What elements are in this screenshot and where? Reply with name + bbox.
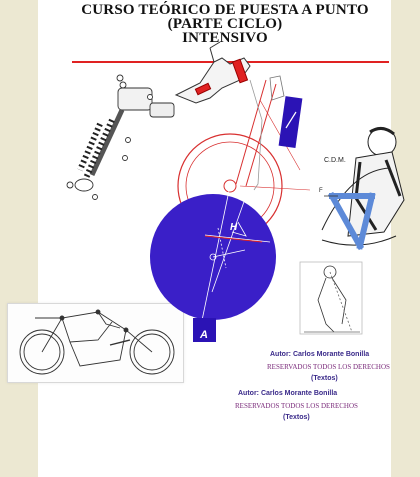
rider-illustration	[321, 127, 405, 246]
label-cdm: C.D.M.	[324, 157, 346, 164]
fork-tube	[278, 96, 303, 149]
horizontal-ref-line	[204, 235, 263, 243]
force-arrows	[327, 191, 376, 251]
left-margin	[0, 0, 38, 477]
label-f: F	[319, 188, 323, 194]
front-wheel-diagram	[177, 75, 311, 239]
title-underline	[72, 61, 389, 63]
geometry-lines	[199, 185, 271, 331]
author-line-2: Autor: Carlos Morante Bonilla	[238, 390, 338, 397]
textos-line-1: (Textos)	[311, 375, 338, 382]
brake-lever-illustration	[174, 41, 251, 104]
rights-line-1: RESERVADOS TODOS LOS DERECHOS	[267, 363, 390, 371]
right-margin	[391, 0, 420, 477]
rights-line-2: RESERVADOS TODOS LOS DERECHOS	[235, 402, 358, 410]
label-h: H	[230, 222, 238, 233]
author-line-1: Autor: Carlos Morante Bonilla	[270, 351, 370, 358]
textos-line-2: (Textos)	[283, 414, 310, 421]
label-a: A	[200, 329, 208, 341]
title-line-2: (PARTE CICLO)	[167, 16, 283, 32]
title-line-3: INTENSIVO	[182, 30, 268, 46]
trail-block	[193, 318, 216, 342]
motorcycle-chassis-drawing	[19, 309, 175, 375]
pedaling-cross-section	[299, 261, 363, 335]
shock-absorber-illustration	[66, 74, 175, 200]
title-line-1: CURSO TEÓRICO DE PUESTA A PUNTO	[81, 2, 369, 18]
chassis-drawing-sheet	[7, 303, 184, 383]
